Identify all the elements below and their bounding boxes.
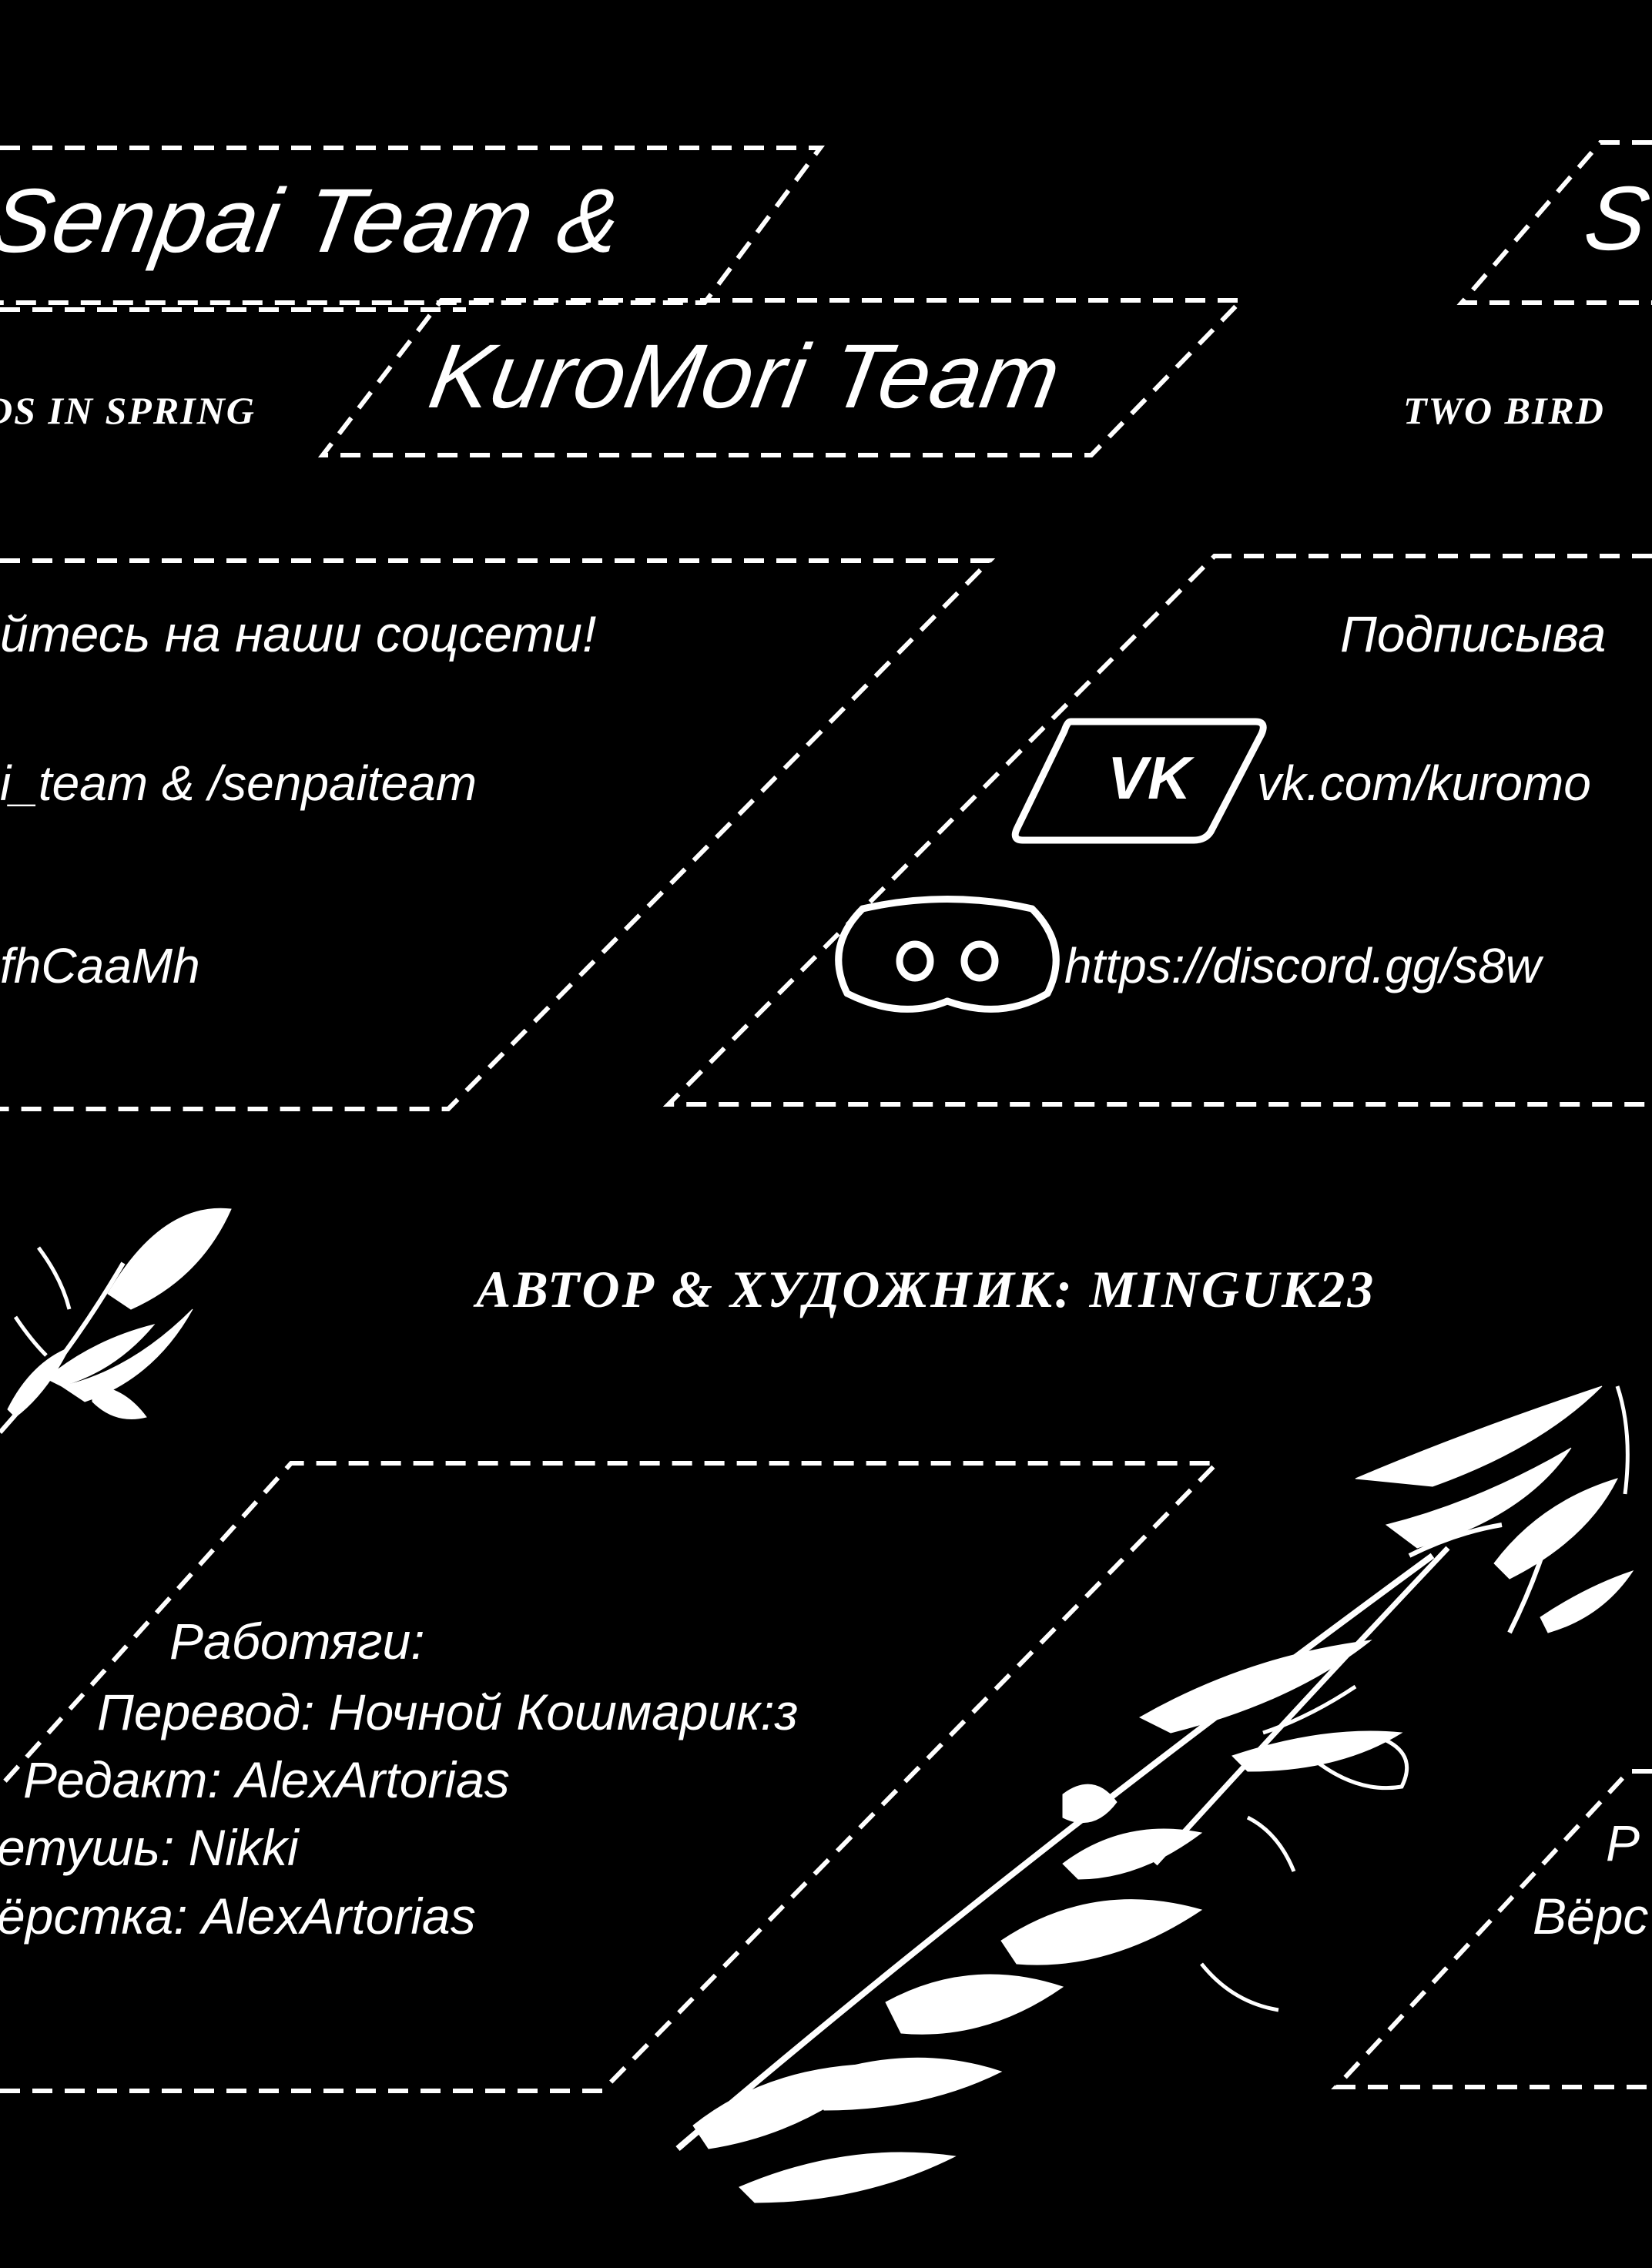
credits-layout: ёрстка: AlexArtorias bbox=[0, 1888, 476, 1945]
right-subscribe: Подписыва bbox=[1340, 605, 1607, 662]
frame-social-right bbox=[662, 554, 1652, 1107]
left-vk-link[interactable]: i_team & /senpaiteam bbox=[0, 755, 477, 811]
credits-translation: Перевод: Ночной Кошмарик:з bbox=[97, 1683, 799, 1740]
left-subtitle: DS IN SPRING bbox=[0, 389, 256, 432]
right-credits-fragment-2: Вёрс bbox=[1533, 1888, 1649, 1945]
flower-left bbox=[0, 1208, 232, 1435]
credits-retouch: етушь: Nikki bbox=[0, 1819, 299, 1876]
frame-top-left bbox=[0, 146, 825, 305]
left-subscribe: йтесь на наши соцсети! bbox=[0, 605, 597, 662]
right-discord-link[interactable]: https://discord.gg/s8w bbox=[1064, 938, 1541, 993]
right-credits-fragment-1: Р bbox=[1606, 1814, 1640, 1871]
author-credit: АВТОР & ХУДОЖНИК: MINGUK23 bbox=[476, 1260, 1376, 1318]
right-vk-link[interactable]: vk.com/kuromo bbox=[1257, 755, 1591, 811]
svg-text:VK: VK bbox=[1107, 744, 1195, 812]
frame-social-left bbox=[0, 558, 996, 1111]
credits-edit: Редакт: AlexArtorias bbox=[23, 1751, 510, 1808]
vk-icon[interactable]: VK bbox=[1009, 712, 1271, 847]
left-discord-link[interactable]: fhCaaMh bbox=[0, 938, 200, 993]
credits-heading: Работяги: bbox=[169, 1613, 425, 1670]
discord-icon[interactable] bbox=[816, 893, 1078, 1017]
frame-credits-right bbox=[1331, 1769, 1652, 2089]
flower-right bbox=[675, 1385, 1634, 2203]
frame-center-title bbox=[317, 298, 1248, 457]
right-subtitle: TWO BIRD bbox=[1403, 389, 1605, 432]
frame-credits-left bbox=[0, 1461, 1223, 2093]
frame-top-right bbox=[1456, 140, 1652, 305]
